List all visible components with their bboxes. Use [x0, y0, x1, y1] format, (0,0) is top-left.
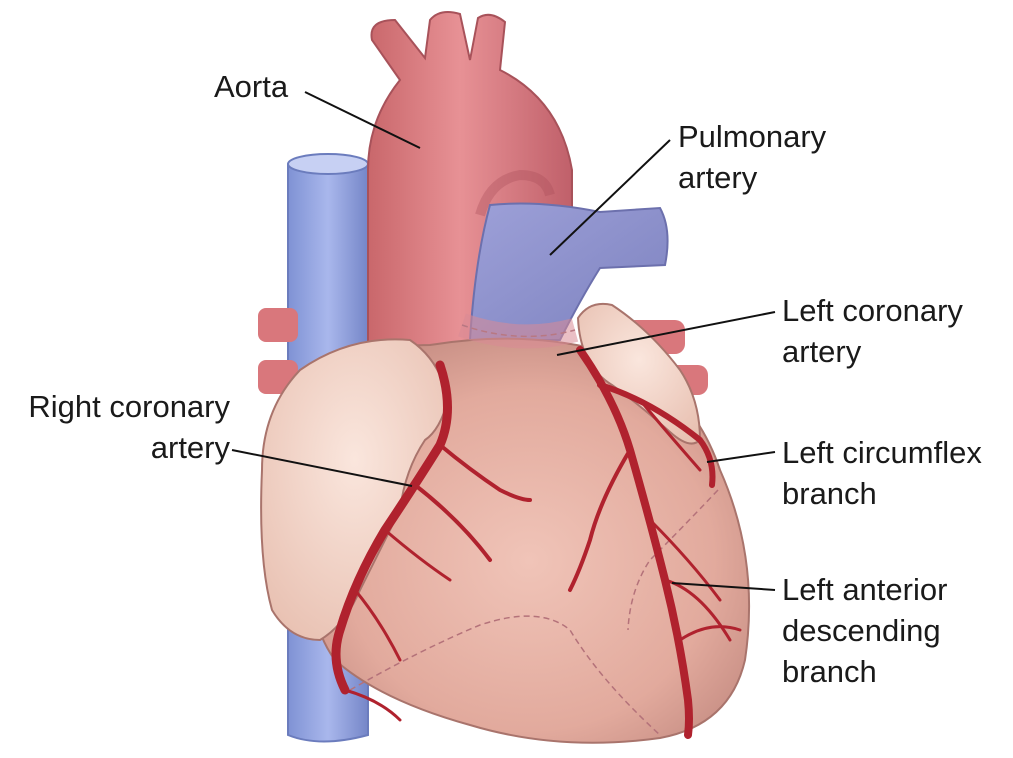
left-coronary-artery-label-line-2: artery — [782, 334, 862, 369]
pulmonary-artery-label: Pulmonary artery — [678, 116, 826, 198]
leader-left-anterior-descending — [671, 582, 776, 591]
posterior-vessels — [349, 489, 719, 736]
left-coronary-artery-label-line-1: Left coronary — [782, 293, 963, 328]
leader-left-coronary-artery — [556, 311, 776, 356]
right-coronary-artery-label: Right coronary artery — [8, 386, 230, 468]
pulmonary-artery-vessel — [468, 202, 669, 341]
right-coronary-artery-label-line-2: artery — [150, 430, 230, 465]
left-anterior-descending-branch-label-line-1: Left anterior — [782, 572, 948, 607]
left-anterior-descending-branch-label: Left anterior descending branch — [782, 569, 947, 692]
aorta-label-line-1: Aorta — [214, 69, 289, 104]
left-anterior-descending-branch-label-line-3: branch — [782, 654, 877, 689]
leader-pulmonary-artery — [549, 139, 671, 256]
pulmonary-artery-label-line-1: Pulmonary — [678, 119, 827, 154]
left-coronary-artery-label: Left coronary artery — [782, 290, 963, 372]
aorta-label: Aorta — [214, 66, 288, 107]
coronary-arteries — [331, 346, 742, 739]
leader-aorta — [304, 91, 421, 149]
leader-left-circumflex-branch — [706, 451, 776, 463]
right-atrium — [260, 338, 450, 642]
leader-lines — [231, 91, 776, 591]
left-circumflex-branch-label: Left circumflex branch — [782, 432, 982, 514]
leader-right-coronary-artery — [231, 449, 413, 487]
pulmonary-artery-label-line-2: artery — [678, 160, 758, 195]
left-circumflex-branch-label-line-1: Left circumflex — [782, 435, 982, 470]
right-coronary-artery-label-line-1: Right coronary — [28, 389, 230, 424]
left-anterior-descending-branch-label-line-2: descending — [782, 613, 941, 648]
left-circumflex-branch-label-line-2: branch — [782, 476, 877, 511]
